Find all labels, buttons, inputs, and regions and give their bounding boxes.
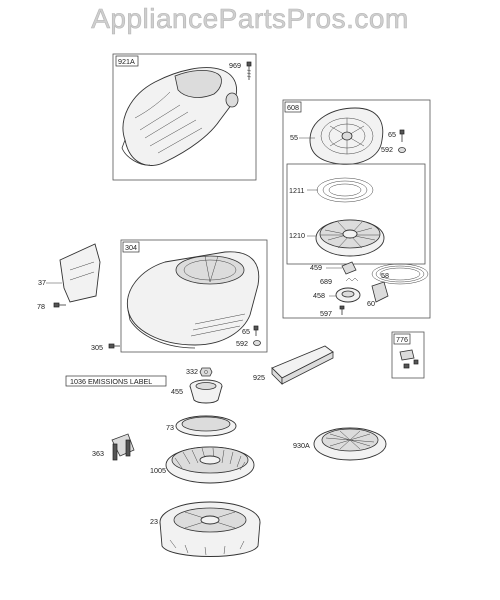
group-776: 776 (391, 331, 425, 379)
callout-60: 60 (367, 299, 375, 308)
callout-592a: 592 (381, 145, 393, 154)
callout-73: 73 (166, 423, 174, 432)
callout-930A: 930A (293, 441, 310, 450)
bolt-969[interactable] (246, 61, 252, 80)
starter-cup-455[interactable] (189, 379, 223, 404)
washer-592a[interactable] (398, 147, 406, 153)
callout-455: 455 (171, 387, 183, 396)
clip-776[interactable] (399, 349, 419, 369)
screen-73[interactable] (175, 415, 237, 437)
nut-332[interactable] (199, 367, 213, 377)
frame-inner-608 (286, 163, 426, 265)
screw-78[interactable] (53, 302, 66, 308)
callout-459: 459 (310, 263, 322, 272)
fan-1005[interactable] (165, 446, 255, 484)
washer-592b[interactable] (253, 340, 261, 346)
tag-776 (393, 333, 411, 345)
callout-305: 305 (91, 343, 103, 352)
group-304: 304 65 592 (120, 239, 268, 353)
starter-handle-60[interactable] (371, 281, 389, 303)
screw-65b[interactable] (253, 325, 259, 336)
callout-1005: 1005 (150, 466, 166, 475)
callout-78: 78 (37, 302, 45, 311)
callout-23: 23 (150, 517, 158, 526)
retainer-458[interactable] (335, 287, 361, 303)
callout-332: 332 (186, 367, 198, 376)
callout-37: 37 (38, 278, 46, 287)
emissions-label-1036[interactable]: 1036 EMISSIONS LABEL (65, 375, 167, 387)
rewind-spring-1211[interactable] (316, 177, 374, 203)
callout-969: 969 (229, 61, 241, 70)
callout-776: 776 (396, 335, 408, 344)
tag-304 (122, 241, 140, 253)
callout-1210: 1210 (289, 231, 305, 240)
callout-925: 925 (253, 373, 265, 382)
rotating-screen-930A[interactable] (313, 427, 387, 461)
blower-housing-cover[interactable] (121, 67, 239, 166)
callout-689: 689 (320, 277, 332, 286)
tag-921A (115, 55, 139, 67)
callout-1211: 1211 (289, 186, 304, 195)
frame-921A (112, 53, 257, 181)
callout-58: 58 (381, 271, 389, 280)
frame-608 (282, 99, 431, 319)
screw-597[interactable] (339, 305, 345, 315)
air-guide-37[interactable] (59, 243, 101, 303)
watermark-text: AppliancePartsPros.com (91, 3, 409, 34)
callout-592b: 592 (236, 339, 248, 348)
callout-363: 363 (92, 449, 104, 458)
callout-597: 597 (320, 309, 332, 318)
blower-housing-304[interactable] (126, 251, 260, 349)
callout-55: 55 (290, 133, 298, 142)
spring-689[interactable] (345, 277, 359, 282)
screw-65a[interactable] (399, 129, 405, 142)
group-608: 608 55 65 592 1211 (282, 99, 431, 319)
callout-65b: 65 (242, 327, 250, 336)
ignition-bracket-363[interactable] (111, 433, 135, 461)
group-921A: 921A 969 (112, 53, 257, 181)
pulley-1210[interactable] (315, 219, 385, 257)
callout-921A: 921A (118, 57, 135, 66)
baffle-925[interactable] (271, 345, 334, 385)
pawl-459[interactable] (341, 261, 357, 275)
callout-608: 608 (287, 103, 299, 112)
tag-608 (284, 101, 302, 113)
flywheel-23[interactable] (159, 501, 261, 557)
starter-rope-58[interactable] (371, 263, 429, 285)
starter-housing-55[interactable] (309, 107, 384, 165)
frame-776 (391, 331, 425, 379)
screw-305[interactable] (108, 343, 120, 349)
callout-304: 304 (125, 243, 137, 252)
frame-304 (120, 239, 268, 353)
callout-65a: 65 (388, 130, 396, 139)
callout-1036: 1036 EMISSIONS LABEL (70, 377, 152, 386)
callout-458: 458 (313, 291, 325, 300)
